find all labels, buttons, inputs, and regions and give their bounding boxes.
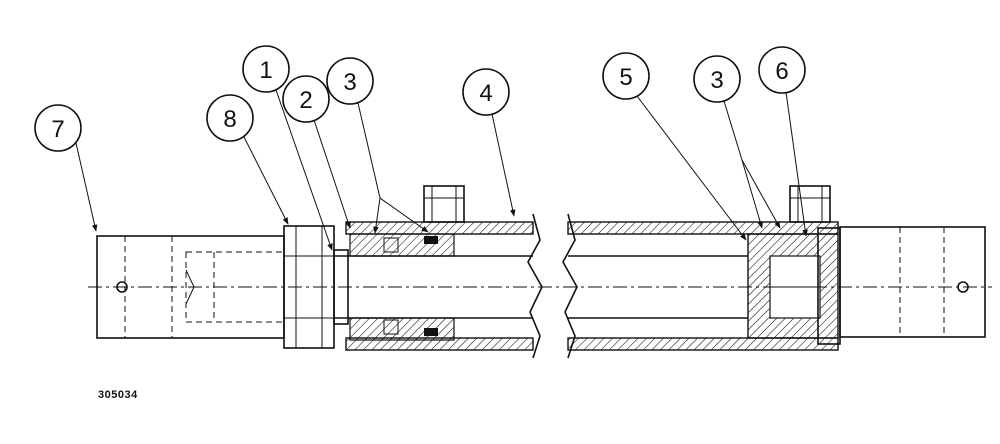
- callout-2: 2: [282, 75, 351, 229]
- figure-id: 305034: [98, 389, 138, 401]
- callout-6-label: 6: [775, 58, 788, 85]
- port-fitting-right: [789, 185, 831, 223]
- callout-5-label: 5: [619, 64, 632, 91]
- piston-assembly: [747, 227, 841, 345]
- port-fitting-left: [423, 185, 465, 223]
- jam-nut: [283, 225, 335, 349]
- callout-3-left: 3: [326, 57, 429, 234]
- callout-1: 1: [242, 45, 333, 251]
- callout-8: 8: [206, 94, 289, 225]
- callout-3-left-label: 3: [343, 69, 356, 96]
- base-clevis-right: [839, 226, 986, 338]
- callout-3-right-label: 3: [710, 67, 723, 94]
- gland-head: [349, 233, 455, 341]
- callout-4-label: 4: [479, 80, 492, 107]
- callout-2-label: 2: [299, 87, 312, 114]
- callout-8-label: 8: [223, 106, 236, 133]
- callout-5: 5: [602, 52, 747, 241]
- callout-4: 4: [462, 68, 516, 217]
- callout-1-label: 1: [259, 57, 272, 84]
- callout-3-right: 3: [693, 55, 781, 229]
- callout-6: 6: [758, 46, 808, 237]
- callout-7: 7: [34, 104, 98, 232]
- callout-7-label: 7: [51, 116, 64, 143]
